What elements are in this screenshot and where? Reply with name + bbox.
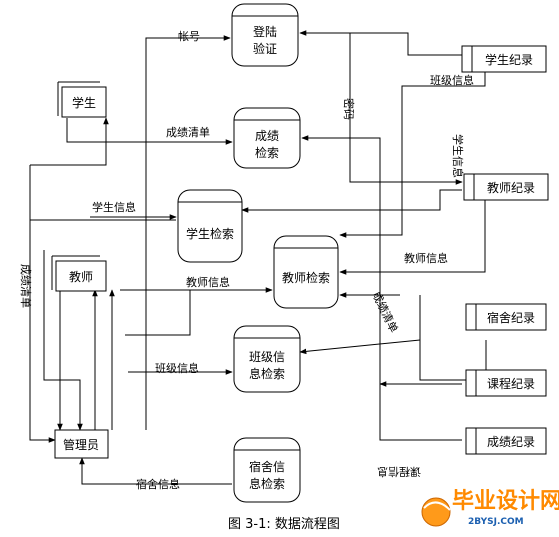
svg-text:息检索: 息检索 [249,476,285,491]
svg-text:检索: 检索 [255,145,279,160]
svg-text:验证: 验证 [253,41,277,56]
watermark-url: 2BYSJ.COM [468,517,524,527]
label-grade-list-right: 成绩清单 [369,290,400,335]
store-grade-record: 成绩纪录 [465,427,547,455]
flow-labels: 帐号 密码 成绩清单 班级信息 学生信息 学生信息 成绩清单 教师信息 教师信息… [19,30,474,491]
process-login: 登陆 验证 [231,3,299,67]
entity-student: 学生 [57,81,107,118]
process-grade-search: 成绩 检索 [233,107,301,169]
label-class-info: 班级信息 [430,73,474,87]
process-teacher-search: 教师检索 [273,235,339,309]
flow-password [349,33,463,185]
flow-class-info [339,70,486,238]
svg-text:学生检索: 学生检索 [186,226,234,241]
flow-dorm-record [419,295,487,381]
process-student-search: 学生检索 [177,189,243,263]
flow-loop [43,250,83,431]
figure-caption: 图 3-1: 数据流程图 [228,517,340,532]
label-account: 帐号 [178,30,200,43]
label-teacher-info-left: 教师信息 [186,275,230,289]
process-dorm-search: 宿舍信 息检索 [233,437,301,503]
svg-text:宿舍信: 宿舍信 [249,459,285,474]
flow-student-info-left [29,219,176,248]
entity-teacher: 教师 [51,255,107,292]
store-student-record: 学生纪录 [461,45,547,73]
entity-admin: 管理员 [54,429,109,459]
svg-text:学生纪录: 学生纪录 [485,52,533,67]
svg-text:成绩: 成绩 [255,129,279,143]
svg-text:登陆: 登陆 [253,24,277,39]
svg-text:班级信: 班级信 [249,350,285,364]
svg-text:学生: 学生 [72,95,96,110]
label-course-info: 课程信息 [377,465,421,479]
watermark-text: 毕业设计网 [452,489,559,514]
store-dorm-record: 宿舍纪录 [465,303,547,331]
label-student-info-left: 学生信息 [92,200,136,214]
label-grade-list: 成绩清单 [166,126,210,139]
flow-lines [29,30,487,485]
label-password: 密码 [342,98,356,120]
label-class-info-bottom: 班级信息 [155,361,199,375]
svg-text:课程纪录: 课程纪录 [487,376,535,391]
label-dorm-info: 宿舍信息 [136,477,180,491]
process-class-search: 班级信 息检索 [233,325,301,393]
flow-student-up [30,117,109,166]
flow-teacher-branch [125,290,191,336]
label-student-info-top: 学生信息 [451,134,465,178]
flow-grade-record-search [301,135,462,441]
svg-text:宿舍纪录: 宿舍纪录 [487,310,535,325]
svg-text:教师检索: 教师检索 [282,270,330,285]
store-course-record: 课程纪录 [465,369,547,397]
svg-text:教师纪录: 教师纪录 [487,180,535,195]
label-grade-list-left: 成绩清单 [19,264,32,308]
flow-student-grade-2 [66,118,156,143]
svg-text:教师: 教师 [69,269,93,284]
flow-grade-left [29,165,56,443]
svg-text:管理员: 管理员 [63,437,99,452]
flow-dorm-info [79,457,232,485]
flow-teacher-record-search [339,200,486,275]
svg-text:息检索: 息检索 [249,366,285,381]
flow-teacher-student-search [241,189,462,213]
svg-text:成绩纪录: 成绩纪录 [487,435,535,449]
flow-record-class-search [299,339,421,355]
watermark-logo: 毕业设计网 2BYSJ.COM [421,489,559,527]
store-teacher-record: 教师纪录 [463,173,549,201]
flow-student-record-login [299,30,462,56]
label-teacher-info-right: 教师信息 [404,251,448,265]
flow-admin-login [145,35,231,430]
